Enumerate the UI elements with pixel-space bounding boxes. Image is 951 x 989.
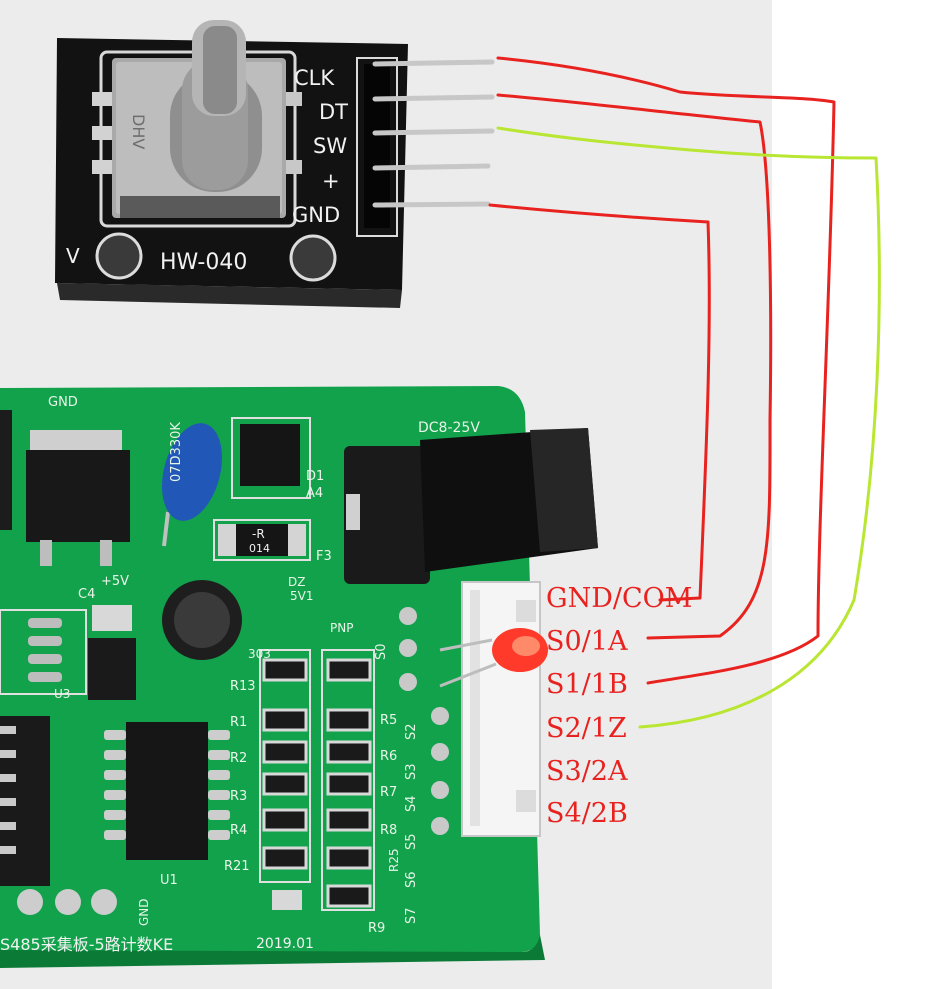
- date-label: 2019.01: [256, 936, 314, 952]
- wire-sw: [496, 126, 881, 729]
- side-mark: V: [66, 244, 80, 268]
- terminal-pads: [399, 607, 449, 835]
- callout-s3-2a: S3/2A: [546, 756, 628, 787]
- wires: [488, 56, 881, 729]
- svg-text:07D330K: 07D330K: [169, 422, 184, 482]
- jst-connector: [461, 581, 541, 837]
- svg-text:S2: S2: [404, 723, 419, 740]
- svg-text:F3: F3: [316, 549, 332, 564]
- svg-text:R4: R4: [230, 823, 247, 838]
- callout-s1-1b: S1/1B: [546, 669, 628, 700]
- voltage-regulator: +5V: [26, 430, 130, 589]
- svg-text:R3: R3: [230, 789, 247, 804]
- svg-text:DZ: DZ: [288, 575, 305, 589]
- pin-label-sw: SW: [313, 134, 347, 158]
- resistor-columns: 303 R13 R1 R2 R3 R4 R21 R5 R6 R7 R8 R9 R…: [224, 647, 401, 936]
- terminal-callouts: GND/COM S0/1A S1/1B S2/1Z S3/2A S4/2B: [546, 583, 692, 829]
- power-label: DC8-25V: [418, 420, 480, 436]
- svg-text:S4: S4: [404, 795, 419, 812]
- svg-text:R13: R13: [230, 679, 256, 694]
- ic-u1: U1: [104, 722, 230, 888]
- svg-text:303: 303: [248, 647, 271, 661]
- wire-clk: [496, 56, 836, 685]
- blue-capacitor: 07D330K: [162, 422, 222, 547]
- svg-text:PNP: PNP: [330, 621, 353, 635]
- pin-label-plus: +: [322, 169, 340, 193]
- pin-label-clk: CLK: [294, 66, 335, 90]
- model-label: HW-040: [160, 250, 247, 275]
- header-pins: [372, 59, 495, 208]
- ic-u3: U3: [0, 609, 87, 701]
- callout-s2-1z: S2/1Z: [546, 713, 627, 744]
- svg-text:5V1: 5V1: [290, 589, 313, 603]
- callout-s4-2b: S4/2B: [546, 798, 628, 829]
- svg-text:U3: U3: [54, 687, 70, 701]
- svg-text:R6: R6: [380, 749, 397, 764]
- svg-text:R2: R2: [230, 751, 247, 766]
- svg-text:R7: R7: [380, 785, 397, 800]
- svg-text:R5: R5: [380, 713, 397, 728]
- callout-gnd-com: GND/COM: [546, 583, 692, 614]
- red-led: [439, 628, 548, 688]
- svg-text:S0: S0: [374, 643, 389, 660]
- pcb-gnd-label: GND: [48, 395, 78, 410]
- electrolytic-capacitor: DZ 5V1 PNP: [162, 575, 353, 660]
- callout-s0-1a: S0/1A: [546, 626, 628, 657]
- svg-text:D1: D1: [306, 469, 324, 484]
- pin-label-gnd: GND: [292, 203, 340, 227]
- mount-hole-left: [95, 232, 143, 280]
- svg-text:+5V: +5V: [101, 574, 129, 589]
- svg-text:U1: U1: [160, 873, 178, 888]
- white-margin: [772, 0, 951, 989]
- dc-power-jack: DC8-25V: [344, 420, 598, 584]
- svg-text:S3: S3: [404, 763, 419, 780]
- wire-gnd: [488, 203, 711, 602]
- main-pcb: GND +5V 07D330K D1 A4: [0, 386, 598, 968]
- wire-dt: [496, 93, 773, 640]
- svg-text:R25: R25: [387, 848, 401, 872]
- channel-labels: S0 S2 S3 S4 S5 S6 S7: [374, 643, 419, 924]
- svg-text:S7: S7: [404, 907, 419, 924]
- mount-hole-right: [289, 234, 337, 282]
- svg-text:S6: S6: [404, 871, 419, 888]
- svg-text:R21: R21: [224, 859, 250, 874]
- rotary-encoder-module: DHV CLK DT SW + GND HW-040 V: [55, 20, 495, 308]
- pin-label-dt: DT: [319, 100, 348, 124]
- smd-chip-top: D1 A4: [231, 417, 324, 501]
- svg-text:DHV: DHV: [129, 114, 148, 149]
- footer-label: S485采集板-5路计数KE: [0, 935, 173, 954]
- svg-text:A4: A4: [306, 486, 323, 501]
- svg-text:GND: GND: [137, 898, 151, 926]
- svg-text:C4: C4: [78, 587, 95, 602]
- svg-text:014: 014: [249, 542, 270, 555]
- svg-text:S5: S5: [404, 833, 419, 850]
- svg-text:R1: R1: [230, 715, 247, 730]
- fuse: -R 014 F3: [213, 519, 332, 564]
- svg-text:R8: R8: [380, 823, 397, 838]
- svg-text:R9: R9: [368, 921, 385, 936]
- svg-text:-R: -R: [252, 527, 265, 541]
